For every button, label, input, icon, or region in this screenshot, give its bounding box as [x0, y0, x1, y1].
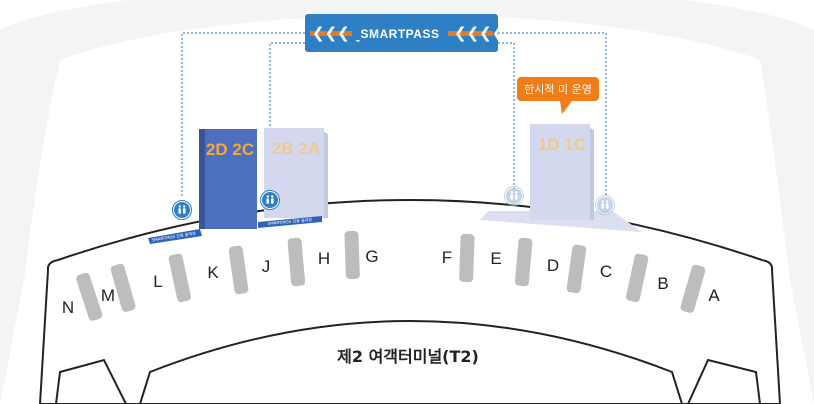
terminal-wing-right [686, 358, 762, 404]
gate-label-b: B [657, 274, 668, 293]
terminal-wing-left [54, 358, 128, 404]
zone-ba-shade [324, 132, 328, 218]
zone-dc-block [530, 124, 590, 220]
gate-label-m: M [101, 286, 115, 305]
badge-text: 한시적 미 운영 [524, 83, 592, 96]
zone-dk-block [199, 129, 257, 229]
terminal-hall [138, 320, 684, 404]
gate-label-a: A [708, 286, 720, 305]
gate-pillar-m [76, 272, 103, 321]
zone-dk-label: 2D 2C [206, 140, 254, 159]
strip-mid-bar [258, 216, 322, 228]
strip-left-bar [148, 229, 202, 244]
person-walking-icon [595, 195, 615, 215]
badge-pointer [560, 101, 572, 114]
zone-dk: 2D 2C [199, 129, 257, 229]
gate-label-n: N [62, 298, 74, 317]
banner-text: SMARTPASS [361, 27, 440, 41]
person-walking-icon [504, 186, 524, 206]
gate-pillar-l [110, 263, 136, 312]
zone-dk-shade [199, 129, 205, 229]
gate-label-f: F [442, 248, 452, 267]
gate-pillar-d [566, 244, 587, 294]
gate-pillar-j [228, 245, 249, 295]
gate-pillar-k [168, 253, 191, 303]
zone-ba-label: 2B 2A [272, 139, 320, 158]
gate-label-k: K [207, 263, 219, 282]
gate-label-c: C [600, 262, 612, 281]
gate-pillar-f [459, 233, 475, 283]
walkers-layer [172, 186, 615, 220]
person-walking-icon [172, 200, 192, 220]
closure-badge: 한시적 미 운영 [517, 77, 599, 114]
badge-bg [517, 77, 599, 101]
banner-text-bg [352, 26, 448, 40]
zones-layer: 2D 2C 2B 2A 1D 1C [199, 124, 594, 229]
gate-label-d: D [547, 256, 559, 275]
zone-dc: 1D 1C [530, 124, 594, 220]
gate-pillar-h [287, 237, 306, 287]
zone-dc-shade [590, 128, 594, 220]
gate-pillar-b [680, 264, 706, 313]
gate-label-j: J [262, 257, 271, 276]
gate-pillar-c [626, 253, 649, 303]
gate-pillar-e [514, 237, 533, 287]
zone-dc-label: 1D 1C [538, 135, 586, 154]
connector-lines [181, 32, 607, 196]
banner-chevrons-left: ❮❮❮❮ [312, 24, 362, 42]
person-walking-icon [260, 190, 280, 210]
strip-mid-text: SMARTPASS 전용 출국장 [267, 216, 312, 226]
slab-1d1c [480, 211, 642, 232]
gate-label-e: E [490, 249, 501, 268]
gate-label-h: H [318, 249, 330, 268]
banner-chevrons-right: ❮❮❮❮ [454, 24, 504, 42]
smartpass-strip-mid: SMARTPASS 전용 출국장 [258, 216, 322, 228]
terminal-label: 제2 여객터미널(T2) [337, 347, 479, 366]
gate-pillar-g [344, 230, 360, 280]
gate-label-l: L [153, 272, 162, 291]
smartpass-banner: ❮❮❮❮ ❮❮❮❮ SMARTPASS [305, 14, 504, 52]
gate-label-g: G [365, 247, 378, 266]
gates-layer: N M L K J H G F E D C B A [62, 230, 720, 321]
